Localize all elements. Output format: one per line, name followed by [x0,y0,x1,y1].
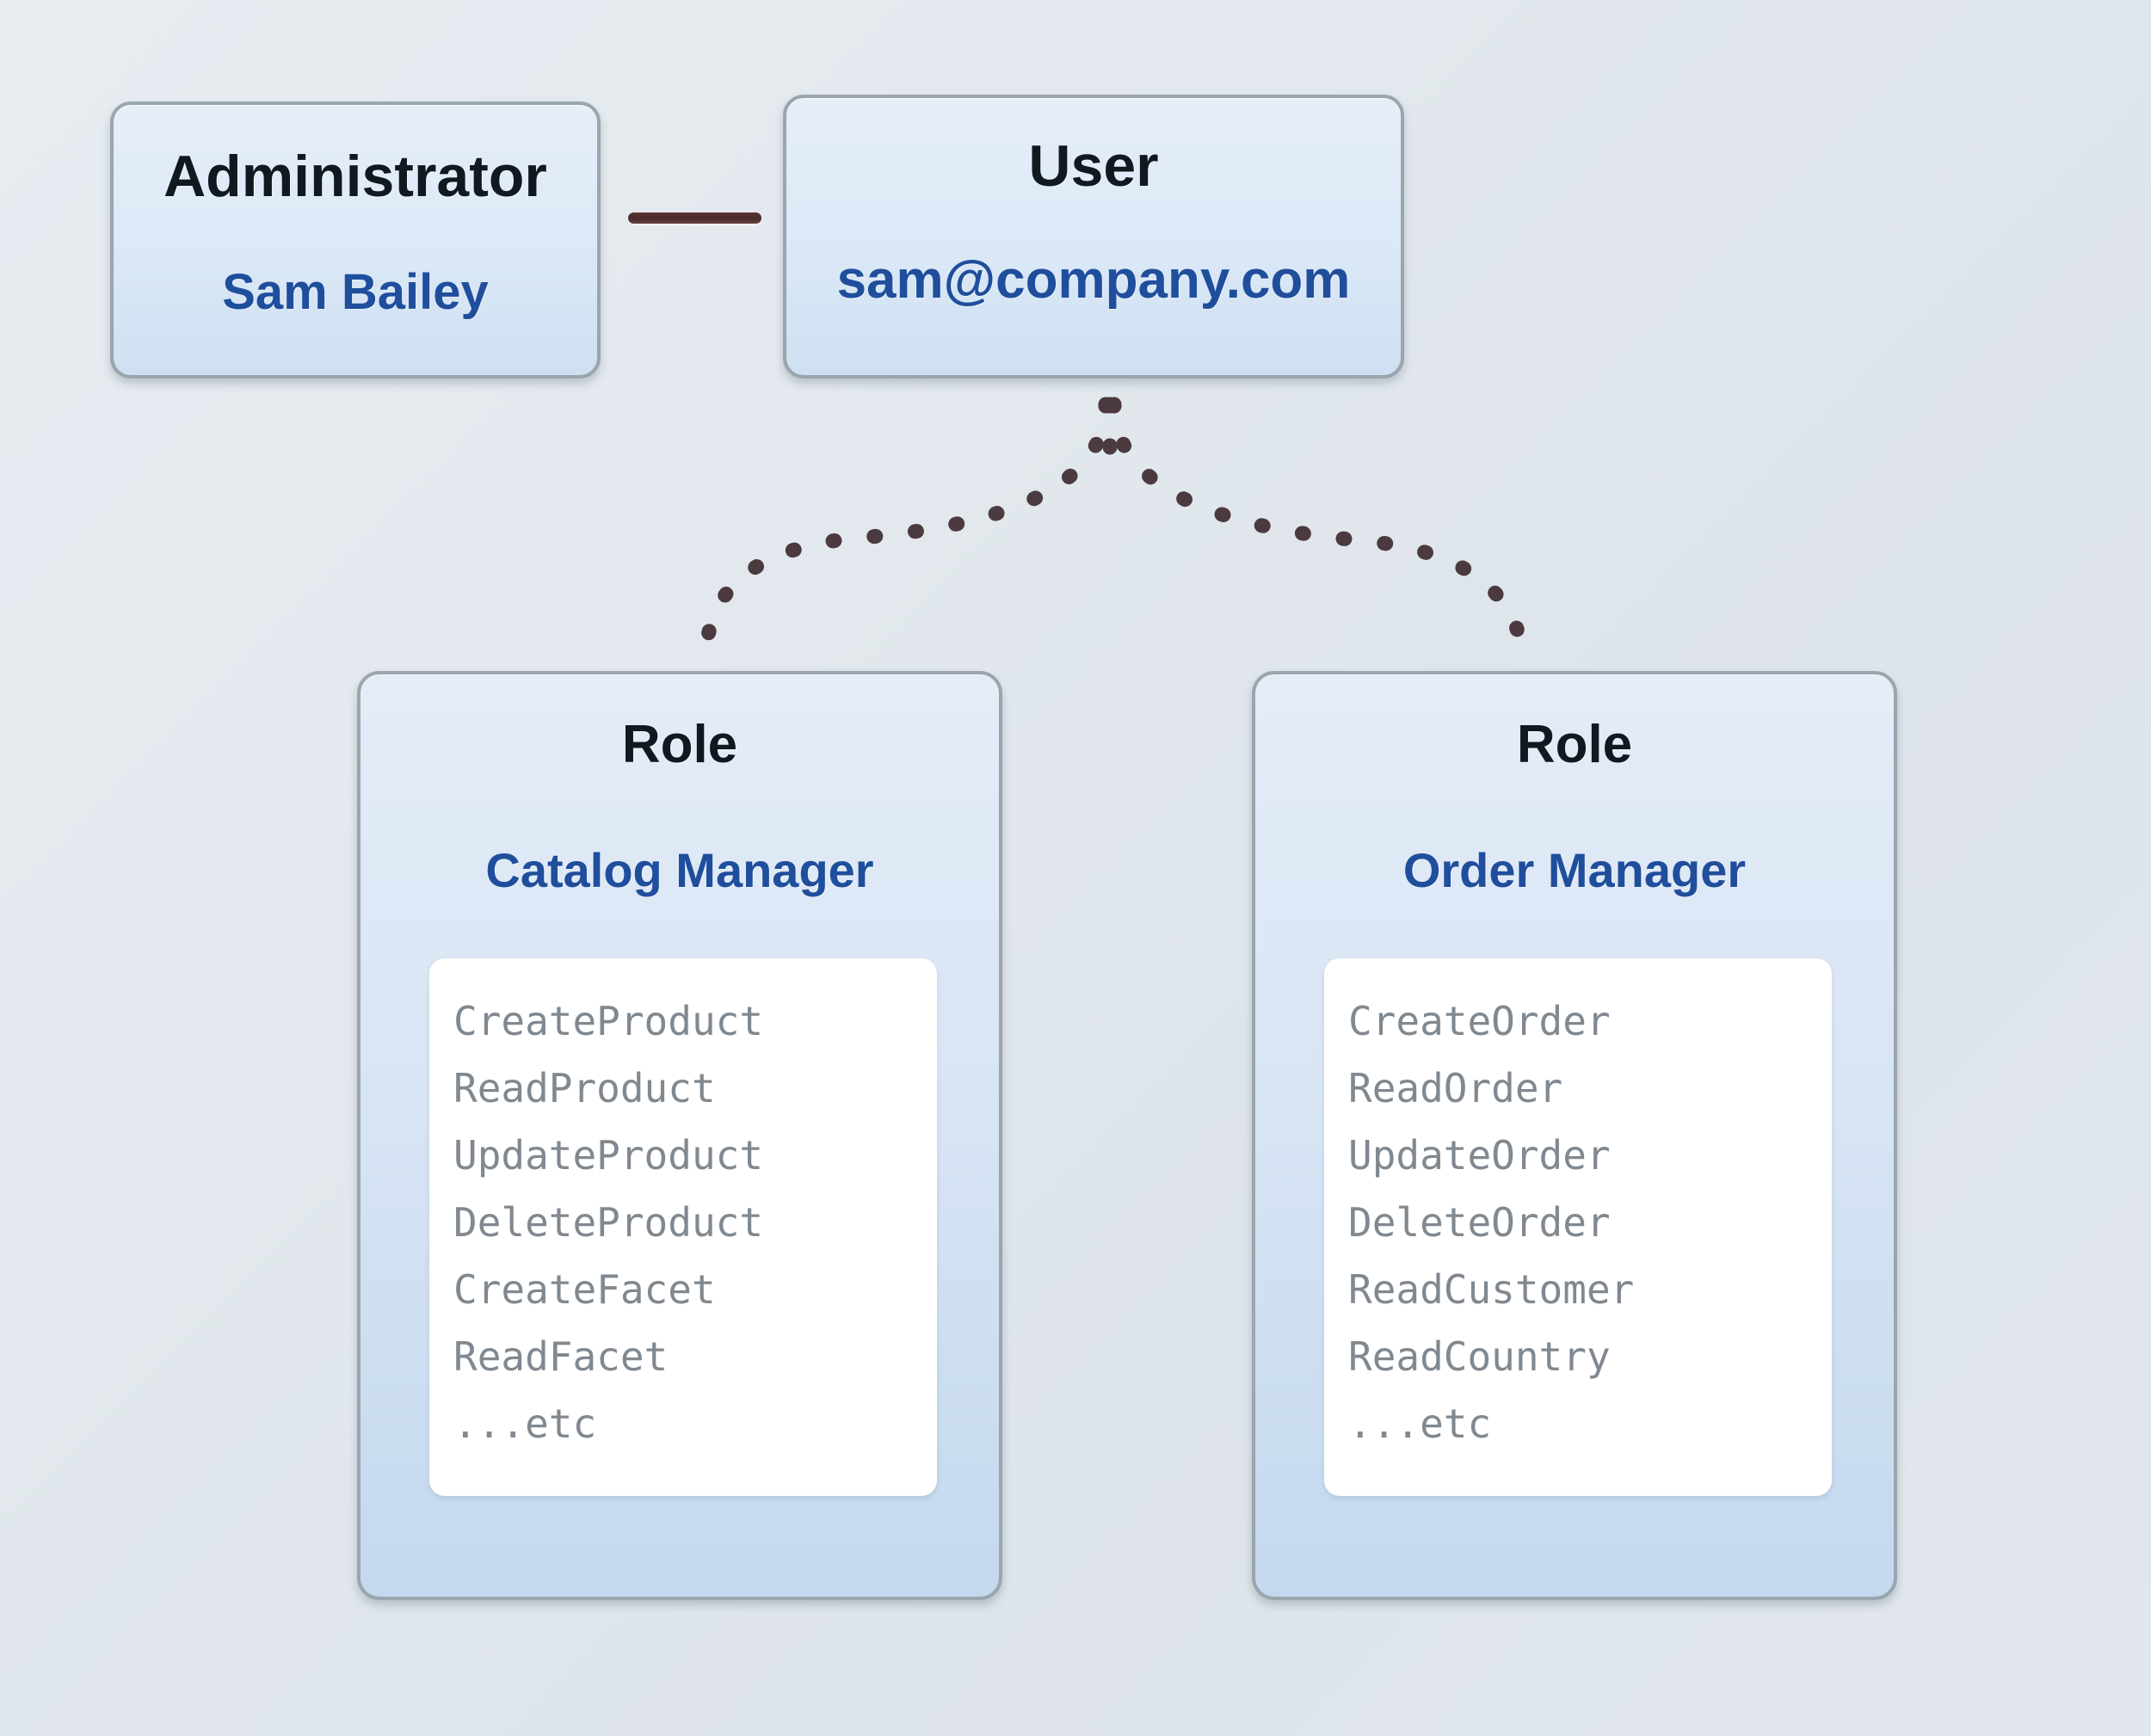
user-type-label: User [1028,133,1159,199]
administrator-name: Sam Bailey [222,264,489,320]
role-card-catalog-manager[interactable]: Role Catalog Manager CreateProduct ReadP… [357,671,1002,1600]
permission-item: CreateProduct [453,998,764,1044]
permission-item: DeleteOrder [1348,1199,1611,1246]
permission-item: ...etc [453,1400,597,1447]
role-type-label: Role [1516,715,1633,774]
permission-item: ReadProduct [453,1065,716,1111]
permission-item: ReadFacet [453,1333,669,1380]
permission-list-order-manager: CreateOrder ReadOrder UpdateOrder Delete… [1324,958,1832,1496]
role-type-label: Role [621,715,738,774]
permission-list-catalog-manager: CreateProduct ReadProduct UpdateProduct … [429,958,937,1496]
role-card-order-manager[interactable]: Role Order Manager CreateOrder ReadOrder… [1252,671,1897,1600]
user-email: sam@company.com [836,250,1351,310]
role-name: Order Manager [1402,843,1747,897]
dotted-connector-to-catalog-manager [700,397,1113,649]
permission-item: ReadCustomer [1348,1266,1635,1313]
administrator-card[interactable]: Administrator Sam Bailey [110,102,601,379]
role-name: Catalog Manager [485,843,874,897]
permission-item: UpdateProduct [453,1132,764,1179]
permission-item: ReadCountry [1348,1333,1611,1380]
permission-item: ReadOrder [1348,1065,1563,1111]
permission-item: ...etc [1348,1400,1492,1447]
user-card[interactable]: User sam@company.com [783,95,1404,379]
permission-item: DeleteProduct [453,1199,764,1246]
dotted-connector-to-order-manager [1106,397,1529,651]
association-line-admin-user [628,212,761,224]
permission-item: CreateFacet [453,1266,716,1313]
permission-item: UpdateOrder [1348,1132,1611,1179]
permission-item: CreateOrder [1348,998,1611,1044]
administrator-type-label: Administrator [163,144,547,209]
